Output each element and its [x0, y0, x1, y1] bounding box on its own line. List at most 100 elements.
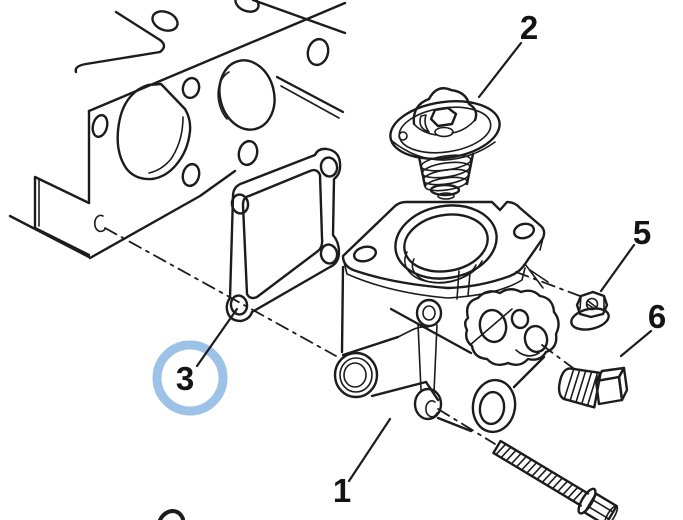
housing-flange-thickness: [343, 261, 526, 299]
part-label-3[interactable]: 3: [176, 360, 194, 397]
thermostat-drawing: [389, 87, 501, 200]
housing-flange-hole: [512, 222, 536, 240]
housing-bottom-edge: [436, 416, 473, 433]
leader-line-2: [477, 41, 523, 99]
housing-boss-column: [417, 323, 422, 391]
housing-flange-hole: [352, 245, 378, 263]
thermostat-bridge-slot: [419, 114, 430, 133]
housing-bore-middle: [403, 213, 489, 273]
thermostat-valve-plate: [429, 183, 461, 197]
nut-flange: [570, 307, 610, 331]
housing-connector: [467, 272, 471, 297]
part-label-1[interactable]: 1: [333, 472, 351, 509]
block-bore-inner: [217, 71, 230, 120]
housing-lower-left-hole: [425, 400, 438, 418]
nut-thread-hatch: [586, 300, 597, 310]
housing-left-edge: [340, 265, 345, 354]
thermostat-flange: [389, 100, 501, 160]
housing-connector: [456, 270, 460, 300]
housing-cluster-hole-top: [510, 308, 530, 330]
housing-face-edge: [389, 307, 473, 355]
assembly-centerlines: [104, 227, 581, 445]
gasket-hole: [229, 294, 249, 316]
gasket-drawing: [225, 147, 342, 323]
housing-boss-column: [433, 324, 438, 393]
thermostat-center-nut: [429, 106, 458, 128]
gasket-outline-inner: [241, 168, 324, 300]
block-bottom-left-edge: [8, 214, 91, 259]
engine-block-drawing: [8, 0, 347, 260]
plug-head-side: [617, 366, 629, 402]
housing-outlet-pipe-top: [341, 335, 400, 357]
block-step-flap: [33, 175, 91, 257]
housing-cluster-slash: [469, 308, 513, 346]
flange-nut-drawing: [570, 290, 610, 331]
nut-hex-facet: [579, 295, 582, 310]
housing-stud-arm: [524, 263, 544, 289]
housing-outlet-rim: [339, 357, 373, 393]
thermostat-flange-underside: [391, 140, 496, 161]
thermostat-bridge-arm: [451, 119, 476, 134]
block-bolt-hole: [181, 162, 201, 188]
housing-cluster-smile: [515, 349, 540, 357]
housing-outlet-bore: [343, 362, 367, 388]
block-right-pad-edge2: [280, 85, 340, 119]
block-water-jacket-opening: [116, 82, 192, 181]
block-top-front-edge: [87, 1, 347, 113]
housing-right-bottom-edge: [512, 355, 546, 389]
block-top-hole: [151, 10, 179, 32]
bolt-head-end: [603, 505, 619, 520]
housing-bottom-edge: [424, 380, 440, 402]
housing-body-edge: [397, 326, 429, 338]
block-threaded-hole: [93, 214, 106, 233]
housing-flange-outline: [341, 200, 546, 290]
plug-centerline: [541, 344, 574, 369]
bolt-centerline: [104, 227, 337, 357]
stud-centerline: [515, 271, 581, 297]
housing-flange-right-facet: [539, 237, 544, 251]
thermostat-cage-right: [465, 152, 475, 186]
housing-bolt-boss-hole: [422, 305, 436, 321]
gasket-outline-outer: [225, 147, 342, 323]
block-bolt-hole: [237, 139, 259, 167]
block-water-jacket-wall: [148, 116, 184, 174]
housing-boss-cluster: [464, 288, 560, 366]
gasket-hole: [230, 193, 250, 215]
thermostat-housing-drawing: [333, 200, 560, 434]
block-right-pad-edge: [275, 75, 345, 114]
part-label-2[interactable]: 2: [520, 9, 538, 46]
housing-stud-arm: [529, 269, 549, 283]
housing-lower-boss-hole: [478, 390, 506, 426]
block-bolt-hole: [91, 113, 109, 139]
block-back-top-edge: [251, 0, 347, 35]
thermostat-valve-tail: [437, 192, 455, 200]
gasket-hole: [319, 243, 339, 265]
thermostat-bridge-arm: [413, 123, 437, 136]
block-top-hole-partial: [234, 0, 260, 13]
block-bolt-hole: [181, 76, 201, 100]
housing-outlet-pipe-bottom: [370, 380, 428, 398]
thermostat-spring-coil: [421, 161, 471, 179]
thermostat-bridge: [412, 87, 478, 126]
leader-line-5: [599, 243, 636, 293]
bottom-edge-partial-shape: [158, 509, 185, 520]
part-label-6[interactable]: 6: [648, 298, 666, 335]
flange-bolt-drawing: [492, 439, 619, 520]
housing-bore-outer: [394, 204, 498, 280]
thermostat-spring-coil: [424, 176, 468, 192]
block-bottom-right-edge: [88, 169, 237, 260]
leader-line-3: [195, 307, 239, 368]
housing-bore-deep-arc2: [411, 258, 477, 284]
thermostat-stem: [434, 126, 454, 138]
housing-lower-boss: [471, 378, 517, 434]
block-bolt-hole: [306, 37, 330, 67]
block-top-groove: [74, 10, 166, 74]
bolt-centerline: [437, 408, 496, 445]
bolt-threads: [495, 443, 584, 502]
housing-cluster-hole-left: [478, 308, 508, 344]
nut-hex: [575, 290, 609, 319]
plug-body: [557, 367, 602, 409]
part-label-5[interactable]: 5: [633, 214, 651, 251]
